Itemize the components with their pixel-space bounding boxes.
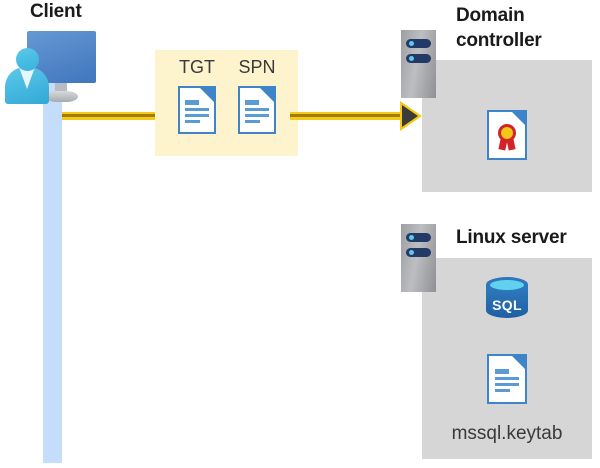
document-line	[185, 114, 209, 117]
document-line	[185, 108, 209, 111]
server-led	[409, 56, 414, 61]
database-icon: SQL	[486, 277, 528, 325]
flow-line-left	[62, 112, 160, 120]
document-line	[245, 114, 269, 117]
flow-line-right	[290, 112, 402, 120]
database-label: SQL	[492, 297, 522, 313]
server-slot	[406, 39, 431, 48]
certificate-seal-inner	[501, 127, 513, 139]
linux-server-title: Linux server	[456, 227, 567, 248]
client-title: Client	[30, 1, 82, 22]
keytab-filename-label: mssql.keytab	[451, 423, 563, 444]
user-icon	[5, 48, 49, 104]
document-fold	[512, 356, 525, 369]
server-led	[409, 250, 414, 255]
document-heading-bar	[495, 369, 509, 374]
domain-controller-server-icon	[401, 30, 436, 98]
document-fold	[200, 88, 214, 102]
server-led	[409, 41, 414, 46]
monitor-neck	[55, 83, 67, 94]
monitor-base	[45, 91, 78, 102]
tgt-label: TGT	[179, 57, 215, 77]
linux-server-icon	[401, 224, 436, 292]
spn-document-icon	[238, 86, 276, 134]
document-line	[245, 120, 260, 123]
spn-label: SPN	[238, 57, 276, 77]
arrow-right-icon-inner	[402, 105, 418, 127]
client-lifeline	[43, 74, 62, 463]
document-line	[495, 383, 519, 386]
tgt-document-icon	[178, 86, 216, 134]
server-slot	[406, 54, 431, 63]
server-slot	[406, 233, 431, 242]
database-top-inner	[490, 280, 524, 290]
document-fold	[260, 88, 274, 102]
document-heading-bar	[185, 100, 199, 105]
domain-controller-title: Domain controller	[456, 5, 542, 51]
keytab-document-icon	[487, 354, 527, 404]
document-line	[245, 108, 269, 111]
document-line	[185, 120, 200, 123]
certificate-fold	[512, 112, 525, 125]
document-line	[495, 389, 510, 392]
user-head	[16, 48, 39, 71]
user-collar	[19, 67, 35, 89]
document-line	[495, 377, 519, 380]
server-slot	[406, 248, 431, 257]
server-led	[409, 235, 414, 240]
document-heading-bar	[245, 100, 259, 105]
certificate-icon	[487, 110, 527, 160]
